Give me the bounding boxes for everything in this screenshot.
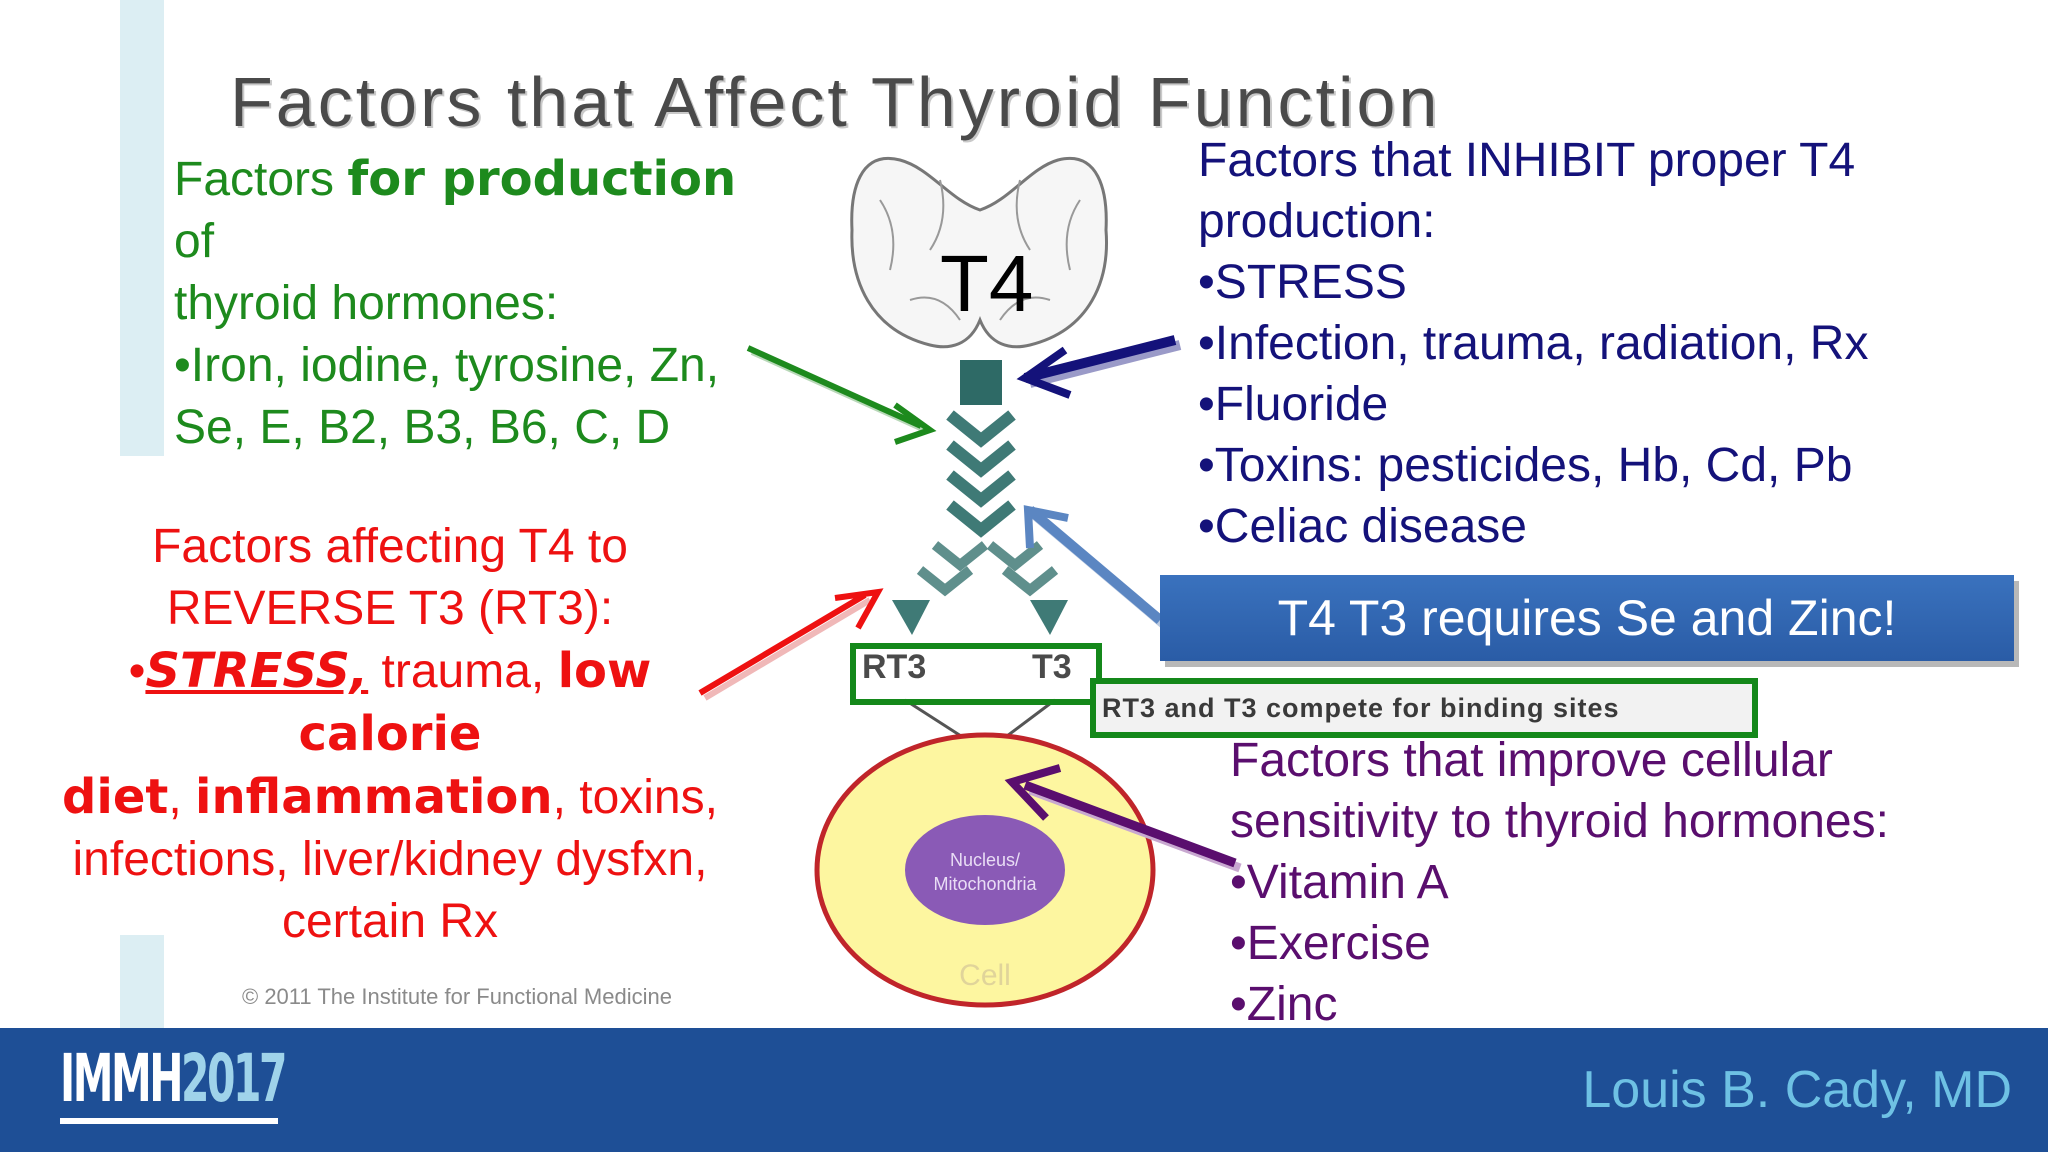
sensitivity-heading-line2: sensitivity to thyroid hormones: xyxy=(1230,795,1889,848)
compete-caption: RT3 and T3 compete for binding sites xyxy=(1090,678,1758,738)
nucleus-label-2: Mitochondria xyxy=(933,874,1037,894)
stress-emphasis: STRESS, xyxy=(145,643,369,699)
reverse-t3-line6: certain Rx xyxy=(281,895,499,948)
slide-title: Factors that Affect Thyroid Function xyxy=(230,63,1441,141)
reverse-t3-line4: diet, inflammation, toxins, xyxy=(62,769,718,825)
steelblue-arrow-icon xyxy=(1023,505,1169,629)
list-item: •Zinc xyxy=(1230,978,1338,1031)
reverse-t3-heading-line2: REVERSE T3 (RT3): xyxy=(166,582,614,635)
t3-branch-tip xyxy=(1030,600,1068,635)
nucleus-ellipse xyxy=(905,815,1065,925)
red-arrow-icon xyxy=(698,588,884,701)
rt3-t3-box xyxy=(850,643,1102,705)
reverse-t3-heading-line1: Factors affecting T4 to xyxy=(152,520,628,573)
reverse-t3-factors: Factors affecting T4 to REVERSE T3 (RT3)… xyxy=(50,516,730,953)
rt3-label: RT3 xyxy=(862,648,927,686)
production-item-line1: •Iron, iodine, tyrosine, Zn, xyxy=(174,339,720,392)
list-item: •Vitamin A xyxy=(1230,856,1449,909)
nucleus-label-1: Nucleus/ xyxy=(950,850,1020,870)
list-item: •STRESS xyxy=(1198,256,1407,309)
green-arrow-icon xyxy=(746,345,937,445)
decorative-stripe-bottom xyxy=(120,935,164,1035)
conference-logo: IMMH2017 xyxy=(60,1040,287,1117)
sensitivity-factors: Factors that improve cellular sensitivit… xyxy=(1230,730,2030,1035)
inhibit-factors: Factors that INHIBIT proper T4 productio… xyxy=(1198,130,2038,557)
thyroid-gland-icon xyxy=(850,157,1108,349)
list-item: •Fluoride xyxy=(1198,378,1389,431)
production-factors: Factors for production of thyroid hormon… xyxy=(174,148,774,459)
logo-underline xyxy=(60,1118,278,1124)
t4-label: T4 xyxy=(940,239,1034,328)
stalk-block xyxy=(960,360,1002,405)
production-item-line2: Se, E, B2, B3, B6, C, D xyxy=(174,401,671,454)
list-item: •Infection, trauma, radiation, Rx xyxy=(1198,317,1869,370)
purple-arrow-icon xyxy=(1004,764,1242,873)
reverse-t3-line3: •STRESS, trauma, low calorie xyxy=(128,643,652,762)
footer-bar xyxy=(0,1028,2048,1152)
branch-chevrons xyxy=(916,541,1059,597)
production-heading-line2: thyroid hormones: xyxy=(174,277,559,330)
rt3-branch-tip xyxy=(892,600,930,635)
list-item: •Celiac disease xyxy=(1198,500,1527,553)
author-name: Louis B. Cady, MD xyxy=(1582,1061,2012,1119)
list-item: •Toxins: pesticides, Hb, Cd, Pb xyxy=(1198,439,1853,492)
sensitivity-heading-line1: Factors that improve cellular xyxy=(1230,734,1833,787)
navy-arrow-icon xyxy=(1016,335,1182,399)
down-chevrons xyxy=(946,410,1016,538)
inhibit-heading-line2: production: xyxy=(1198,195,1436,248)
list-item: •Exercise xyxy=(1230,917,1431,970)
production-heading-line1: Factors for production of xyxy=(174,151,737,268)
decorative-stripe-top xyxy=(120,0,164,456)
t3-label: T3 xyxy=(1032,648,1072,686)
se-zinc-banner: T4 T3 requires Se and Zinc! xyxy=(1160,575,2014,661)
cell-label: Cell xyxy=(959,959,1011,992)
reverse-t3-line5: infections, liver/kidney dysfxn, xyxy=(72,833,708,886)
inhibit-heading-line1: Factors that INHIBIT proper T4 xyxy=(1198,134,1856,187)
production-bold: for production xyxy=(347,151,737,207)
copyright-notice: © 2011 The Institute for Functional Medi… xyxy=(242,984,672,1009)
